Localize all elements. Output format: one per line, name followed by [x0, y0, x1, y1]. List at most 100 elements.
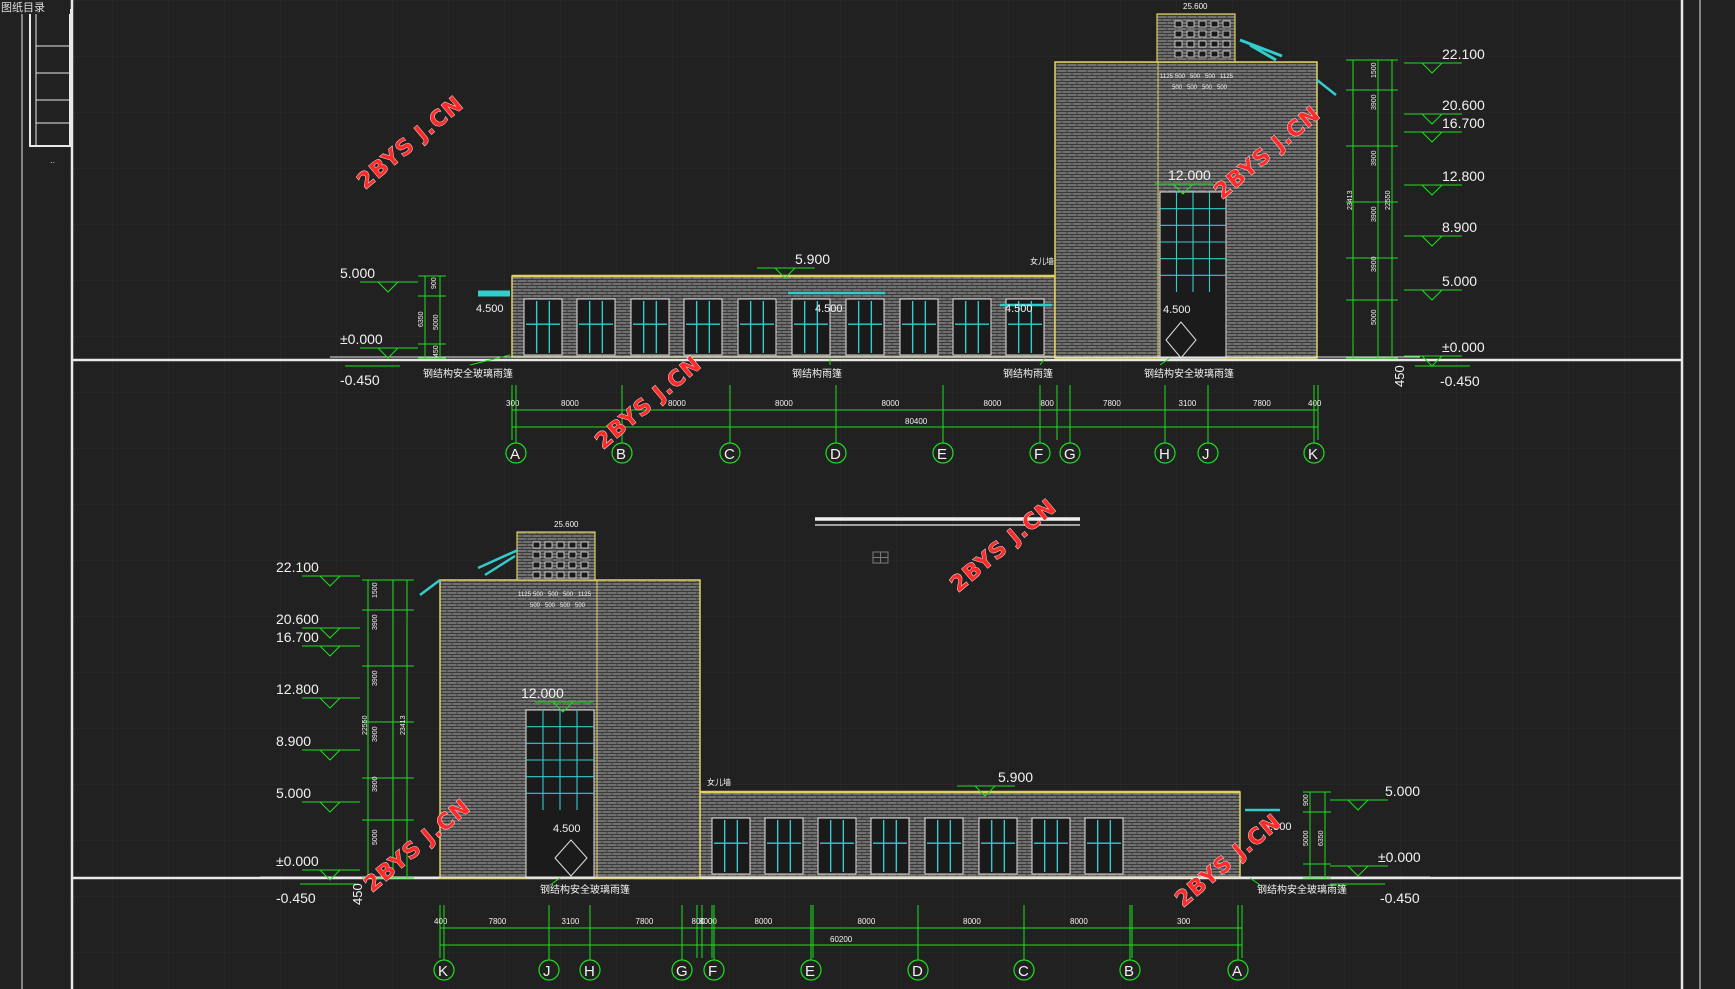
level-markers-top: 5.000±0.000-0.45022.10020.60016.70012.80… — [340, 2, 1485, 389]
dimension-value: 8000 — [882, 399, 900, 408]
annotation-note: 钢结构安全玻璃雨篷 — [1144, 367, 1234, 380]
dimension-total: 60200 — [830, 935, 853, 944]
tower-vent-grid — [532, 541, 589, 579]
axis-bubble — [671, 959, 693, 981]
vent — [532, 551, 541, 559]
vent — [580, 571, 589, 579]
axis-label: C — [724, 446, 735, 463]
axis-label: H — [584, 963, 595, 980]
level-label: ±0.000 — [1378, 849, 1421, 865]
window — [737, 298, 777, 356]
dimension-value: 1125 — [518, 592, 532, 598]
vent — [1186, 50, 1195, 58]
annotation-note: 钢结构雨篷 — [1003, 367, 1053, 380]
dimension-value: 500 — [1205, 74, 1216, 80]
dimension-value: 500 — [1187, 85, 1198, 91]
axis-label: D — [830, 446, 841, 463]
level-label: 4.500 — [815, 303, 843, 315]
level-label: ±0.000 — [276, 853, 319, 869]
level-label: 12.000 — [1168, 167, 1211, 183]
dimension-value: 300 — [1177, 917, 1191, 926]
dimension-value: 8000 — [775, 399, 793, 408]
vent — [1210, 20, 1219, 28]
vent — [544, 551, 553, 559]
axis-label: D — [912, 963, 923, 980]
dimension-value: 400 — [434, 917, 448, 926]
drawing-frame — [21, 0, 1701, 989]
vent — [1222, 30, 1231, 38]
vent — [1186, 30, 1195, 38]
level-label: 8.900 — [1442, 219, 1477, 235]
dimension-value: 3900 — [372, 776, 379, 792]
axis-label: F — [1034, 446, 1043, 463]
window — [817, 817, 857, 875]
vent — [1210, 30, 1219, 38]
axis-label: J — [543, 963, 551, 980]
vent — [1174, 20, 1183, 28]
dimension-value: 450 — [433, 345, 440, 357]
window — [764, 817, 804, 875]
vent — [1174, 30, 1183, 38]
title-block[interactable]: 图纸目录 .. — [0, 0, 71, 165]
dimension-value: 5000 — [372, 829, 379, 845]
vent — [544, 561, 553, 569]
window — [952, 298, 992, 356]
dimension-value: 7800 — [1253, 399, 1271, 408]
level-label: 12.800 — [276, 681, 319, 697]
axis-label: K — [438, 963, 448, 980]
vent — [580, 561, 589, 569]
title-block-mark: .. — [50, 155, 55, 165]
dimension-value: 8000 — [984, 399, 1002, 408]
dimension-value: 5000 — [1303, 830, 1310, 846]
dimension-value: 900 — [431, 277, 438, 289]
dimension-value: 500 — [563, 592, 574, 598]
axis-label: E — [937, 446, 947, 463]
dimension-value: 800 — [1041, 399, 1055, 408]
dimension-value: 3900 — [1371, 94, 1378, 110]
dimension-value: 500 — [1175, 74, 1186, 80]
level-label: 20.600 — [276, 611, 319, 627]
window — [870, 817, 910, 875]
dimension-value: 5000 — [433, 314, 440, 330]
vent — [556, 541, 565, 549]
dimension-value: 1500 — [1371, 62, 1378, 78]
level-label: ±0.000 — [1442, 339, 1485, 355]
dimension-value: 3900 — [372, 614, 379, 630]
axis-bubble — [505, 442, 527, 464]
vent — [544, 571, 553, 579]
dimension-total: 80400 — [905, 417, 928, 426]
window — [845, 298, 885, 356]
vent — [580, 541, 589, 549]
annotation-notes-bottom: 钢结构安全玻璃雨篷钢结构安全玻璃雨篷女儿墙 — [540, 777, 1347, 896]
level-label: 20.600 — [1442, 97, 1485, 113]
vent — [1198, 40, 1207, 48]
axis-bubble — [1059, 442, 1081, 464]
level-label: 12.000 — [521, 685, 564, 701]
level-label: 4.500 — [1264, 821, 1292, 833]
level-label: 5.900 — [795, 251, 830, 267]
level-label: 4.500 — [476, 303, 504, 315]
dimension-value: 800 — [692, 917, 706, 926]
window — [630, 298, 670, 356]
axis-bubble — [719, 442, 741, 464]
dimension-value: 3900 — [372, 726, 379, 742]
dimension-value: 23413 — [1347, 190, 1354, 210]
vent — [568, 571, 577, 579]
level-label: 4.500 — [553, 823, 581, 835]
dimension-value: 3100 — [562, 917, 580, 926]
vent — [1186, 40, 1195, 48]
vent — [532, 561, 541, 569]
vent — [532, 541, 541, 549]
vent — [1198, 20, 1207, 28]
vent — [1210, 50, 1219, 58]
axis-bubble — [825, 442, 847, 464]
vent — [556, 561, 565, 569]
axis-label: B — [1124, 963, 1134, 980]
dimension-value: 8000 — [699, 917, 717, 926]
dimension-value: 500 — [1190, 74, 1201, 80]
